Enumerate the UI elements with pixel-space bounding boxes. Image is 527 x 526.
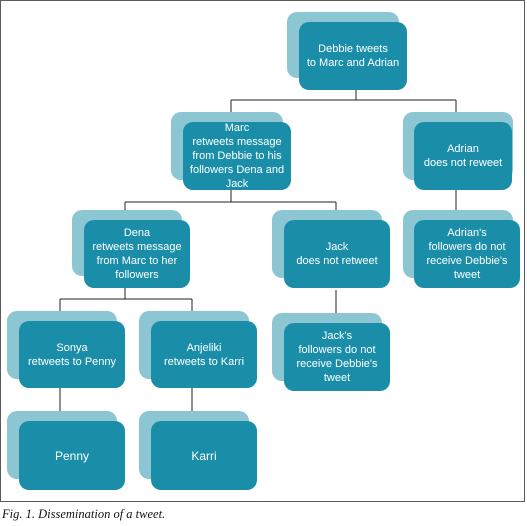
edge-marc-dena-jack: [124, 190, 337, 218]
edge-dena-sonya-anjeliki: [59, 287, 193, 319]
edge-debbie-marc-adrian: [230, 90, 457, 122]
figure-caption: Fig. 1. Dissemination of a tweet.: [2, 507, 166, 521]
node-karri-label: Karri: [151, 421, 257, 490]
node-penny-label: Penny: [19, 421, 125, 490]
